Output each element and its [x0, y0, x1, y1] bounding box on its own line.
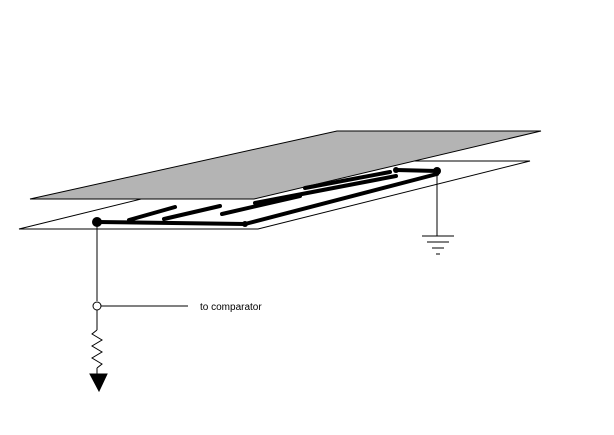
junction-node	[393, 167, 399, 173]
comparator-label: to comparator	[200, 302, 262, 313]
sense-node	[92, 301, 102, 311]
resistor	[91, 329, 103, 369]
ground-symbol	[422, 235, 454, 255]
arrow-down-icon	[89, 373, 108, 393]
top-plate	[29, 130, 542, 200]
conductor-traces	[95, 168, 439, 226]
bottom-contact-node	[242, 221, 248, 227]
